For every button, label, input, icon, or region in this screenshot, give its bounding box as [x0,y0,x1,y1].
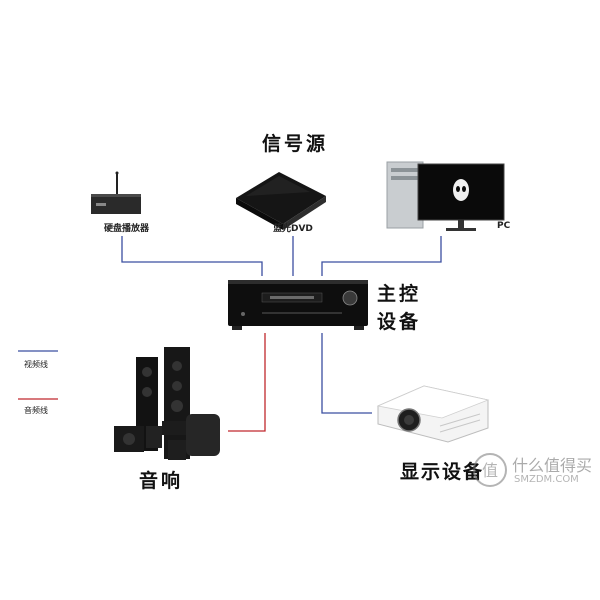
receiver-title-line2: 设备 [377,311,422,333]
svg-text:值: 值 [482,461,498,480]
hdd-player-label: 硬盘播放器 [104,224,150,234]
receiver-device [228,280,368,330]
receiver-title-line1: 主控 [377,283,422,305]
watermark-sub: SMZDM.COM [514,474,579,485]
pc-label: PC [497,221,511,231]
audio-line-speakers [228,333,266,432]
watermark: 值 什么值得买 SMZDM.COM [472,450,600,490]
bluray-label: 蓝光DVD [273,224,313,234]
projector-device [376,385,490,443]
watermark-logo-icon: 值 [473,453,507,487]
display-title: 显示设备 [400,461,485,483]
speaker-title: 音响 [139,470,184,492]
audio-lines [228,333,266,432]
legend-video-label: 视频线 [24,360,48,369]
watermark-text: 什么值得买 [512,456,593,475]
pc-device [386,161,505,231]
bluray-device [236,172,326,230]
legend-audio-label: 音频线 [24,406,48,415]
speaker-device [114,347,220,460]
video-line-hdd [121,236,263,276]
signal-source-title: 信号源 [262,133,329,155]
hdd-player-device [91,171,141,214]
video-lines [121,236,442,414]
video-line-display [321,333,372,414]
video-line-pc [321,236,442,276]
